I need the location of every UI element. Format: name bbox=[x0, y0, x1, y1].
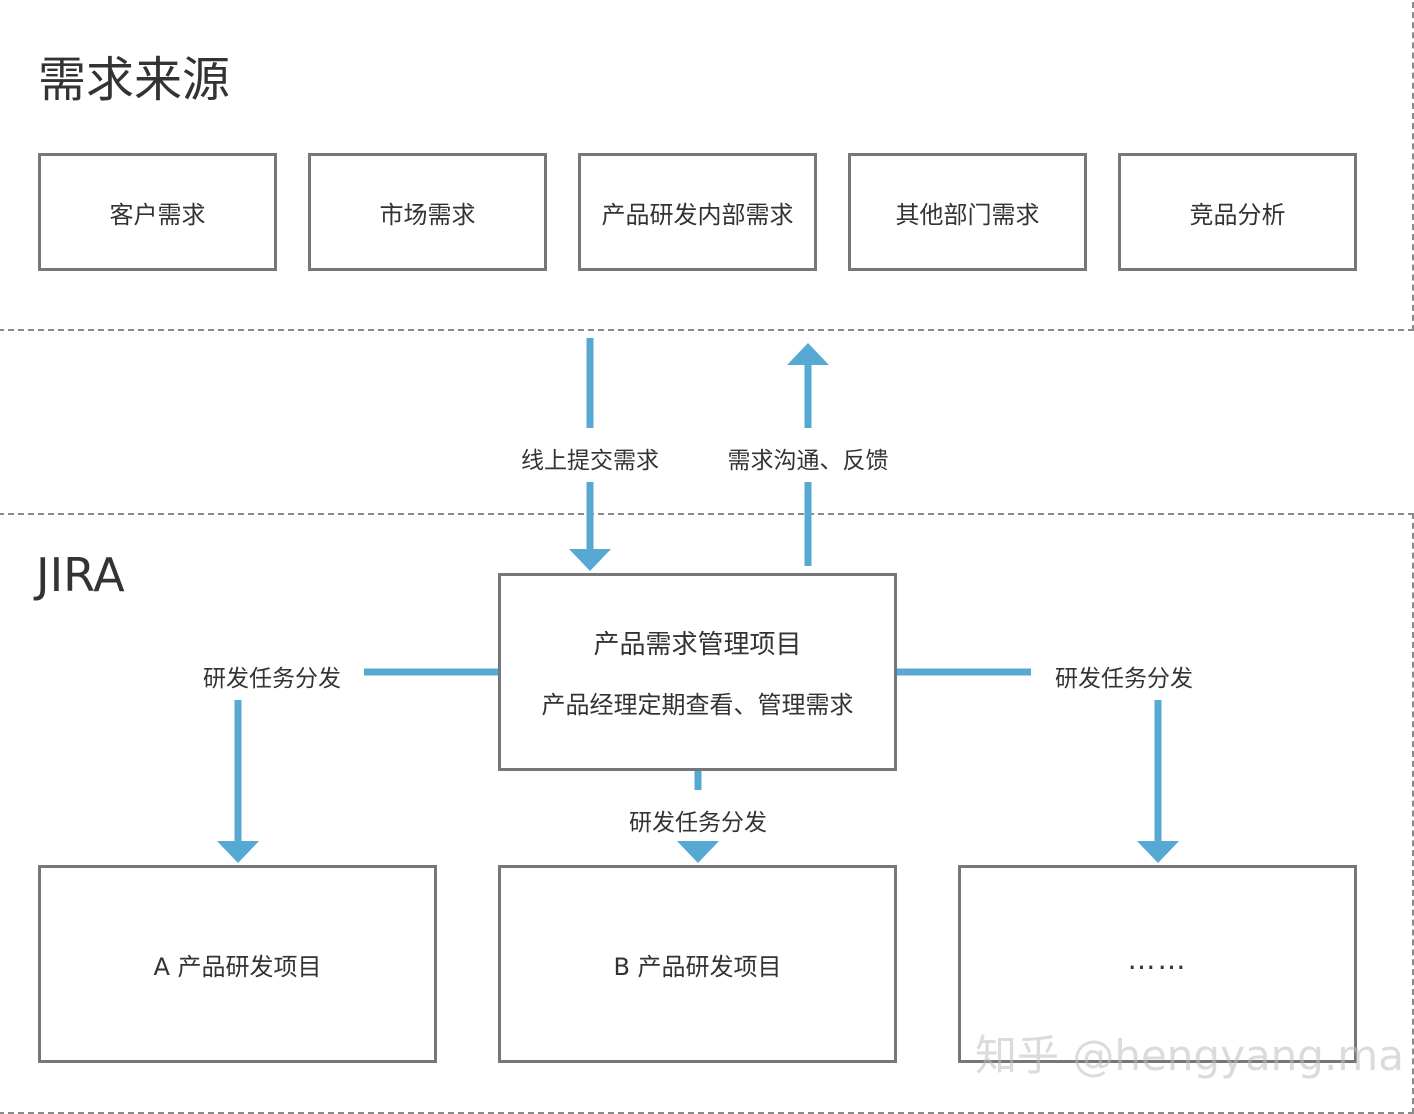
project-label: …… bbox=[1127, 942, 1188, 976]
source-label: 其他部门需求 bbox=[895, 200, 1040, 229]
project-label: B 产品研发项目 bbox=[613, 952, 782, 981]
source-label: 客户需求 bbox=[109, 200, 206, 229]
feedback-arrowhead bbox=[787, 343, 829, 365]
project-box-more: …… bbox=[958, 865, 1357, 1063]
source-label: 竞品分析 bbox=[1189, 200, 1286, 229]
source-box-customer: 客户需求 bbox=[38, 153, 277, 271]
project-box-b: B 产品研发项目 bbox=[498, 865, 897, 1063]
source-label: 市场需求 bbox=[379, 200, 476, 229]
center-box-subtitle: 产品经理定期查看、管理需求 bbox=[541, 691, 854, 719]
source-box-market: 市场需求 bbox=[308, 153, 547, 271]
jira-region-title: JIRA bbox=[36, 548, 125, 602]
requirements-management-box: 产品需求管理项目 产品经理定期查看、管理需求 bbox=[498, 573, 897, 771]
flow-label-dispatch-left: 研发任务分发 bbox=[203, 659, 341, 693]
sources-region bbox=[0, 2, 1414, 331]
source-box-internal: 产品研发内部需求 bbox=[578, 153, 817, 271]
jira-region bbox=[0, 513, 1414, 1114]
dispatch-right-arrowhead bbox=[1137, 841, 1179, 863]
project-box-a: A 产品研发项目 bbox=[38, 865, 437, 1063]
source-box-competitor: 竞品分析 bbox=[1118, 153, 1357, 271]
flow-label-submit: 线上提交需求 bbox=[521, 441, 659, 475]
project-label: A 产品研发项目 bbox=[153, 952, 322, 981]
watermark: 知乎 @hengyang.ma bbox=[975, 1031, 1404, 1080]
flow-label-dispatch-center: 研发任务分发 bbox=[629, 803, 767, 837]
source-box-other-dept: 其他部门需求 bbox=[848, 153, 1087, 271]
sources-region-title: 需求来源 bbox=[38, 52, 231, 108]
flow-label-dispatch-right: 研发任务分发 bbox=[1055, 659, 1193, 693]
dispatch-left-arrowhead bbox=[217, 841, 259, 863]
dispatch-center-arrowhead bbox=[677, 841, 719, 863]
center-box-title: 产品需求管理项目 bbox=[593, 630, 802, 660]
source-label: 产品研发内部需求 bbox=[601, 200, 794, 229]
submit-arrowhead bbox=[569, 549, 611, 571]
flow-label-feedback: 需求沟通、反馈 bbox=[727, 441, 889, 475]
